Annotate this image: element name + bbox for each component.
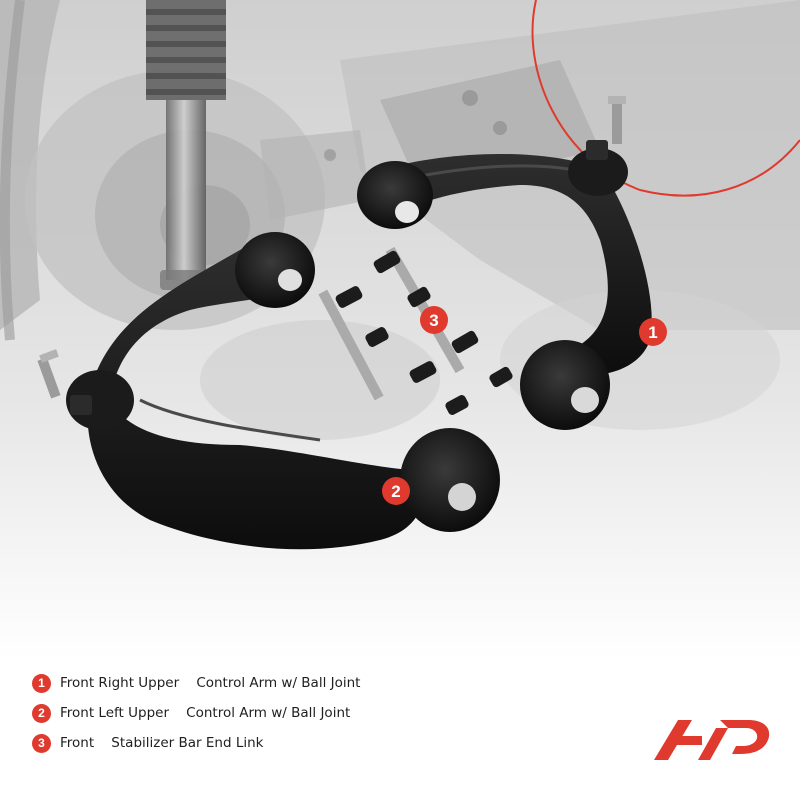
legend-number-badge: 1 xyxy=(32,673,51,693)
legend-label: Front Stabilizer Bar End Link xyxy=(60,735,264,751)
legend-number-badge: 2 xyxy=(32,703,51,723)
callout-marker-3: 3 xyxy=(420,306,448,334)
legend-label: Front Left Upper Control Arm w/ Ball Joi… xyxy=(60,705,351,721)
legend-item: 3 Front Stabilizer Bar End Link xyxy=(32,728,592,758)
front-right-upper-control-arm xyxy=(357,96,652,430)
front-left-upper-control-arm xyxy=(37,232,500,550)
svg-text:1: 1 xyxy=(648,323,657,342)
callout-marker-2: 2 xyxy=(382,477,410,505)
legend-item: 2 Front Left Upper Control Arm w/ Ball J… xyxy=(32,698,592,728)
product-photo: 1 2 3 xyxy=(0,0,800,660)
legend-label: Front Right Upper Control Arm w/ Ball Jo… xyxy=(60,675,361,691)
a-premium-logo-icon xyxy=(654,720,770,760)
parts-legend: 1 Front Right Upper Control Arm w/ Ball … xyxy=(32,668,592,758)
svg-text:3: 3 xyxy=(429,311,438,330)
callout-marker-1: 1 xyxy=(639,318,667,346)
legend-item: 1 Front Right Upper Control Arm w/ Ball … xyxy=(32,668,592,698)
svg-text:2: 2 xyxy=(391,482,400,501)
legend-number-badge: 3 xyxy=(32,733,51,753)
